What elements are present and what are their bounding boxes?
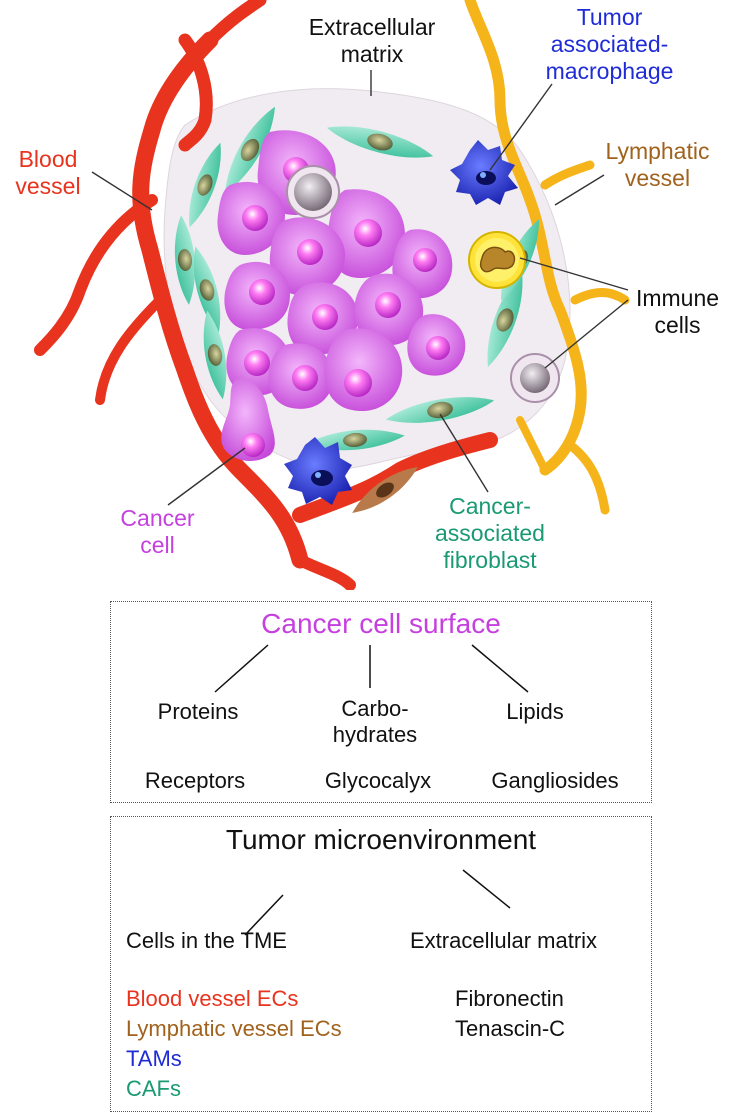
immune-grey-cells bbox=[286, 165, 560, 403]
tme-cell-blood-vessel-ecs: Blood vessel ECs bbox=[126, 986, 299, 1011]
lymphatic-vessel-shape bbox=[464, 0, 630, 515]
surface-example-receptors: Receptors bbox=[144, 768, 246, 793]
surface-title: Cancer cell surface bbox=[261, 608, 501, 639]
label-extracellular-matrix: Extracellular matrix bbox=[308, 14, 436, 67]
surface-category-carbohydrates: Carbo- hydrates bbox=[332, 696, 418, 747]
macrophages bbox=[284, 140, 518, 505]
tme-cell-tams: TAMs bbox=[126, 1046, 182, 1071]
surface-category-proteins: Proteins bbox=[157, 699, 239, 724]
leader-lines bbox=[91, 70, 629, 506]
label-lymphatic-vessel: Lymphatic vessel bbox=[605, 138, 710, 191]
label-tumor-associated-macrophage: Tumor associated- macrophage bbox=[545, 4, 674, 84]
cancer-cell-surface-box bbox=[110, 601, 652, 803]
tme-category-cells: Cells in the TME bbox=[126, 928, 287, 953]
tumor-microenvironment-box bbox=[110, 816, 652, 1112]
tumor-illustration bbox=[34, 0, 630, 590]
surface-category-lipids: Lipids bbox=[506, 699, 564, 724]
tme-category-matrix: Extracellular matrix bbox=[410, 928, 598, 953]
tme-matrix-fibronectin: Fibronectin bbox=[455, 986, 564, 1011]
tme-cell-lymphatic-vessel-ecs: Lymphatic vessel ECs bbox=[126, 1016, 342, 1041]
immune-yellow-cell bbox=[468, 231, 526, 289]
label-cancer-associated-fibroblast: Cancer- associated fibroblast bbox=[435, 493, 545, 573]
tme-title: Tumor microenvironment bbox=[225, 824, 537, 855]
surface-example-glycocalyx: Glycocalyx bbox=[324, 768, 432, 793]
tme-cell-cafs: CAFs bbox=[126, 1076, 181, 1101]
label-cancer-cell: Cancer cell bbox=[120, 505, 195, 558]
label-immune-cells: Immune cells bbox=[635, 285, 720, 338]
tme-matrix-tenascin-c: Tenascin-C bbox=[455, 1016, 566, 1041]
label-blood-vessel: Blood vessel bbox=[15, 146, 81, 199]
surface-example-gangliosides: Gangliosides bbox=[491, 768, 619, 793]
